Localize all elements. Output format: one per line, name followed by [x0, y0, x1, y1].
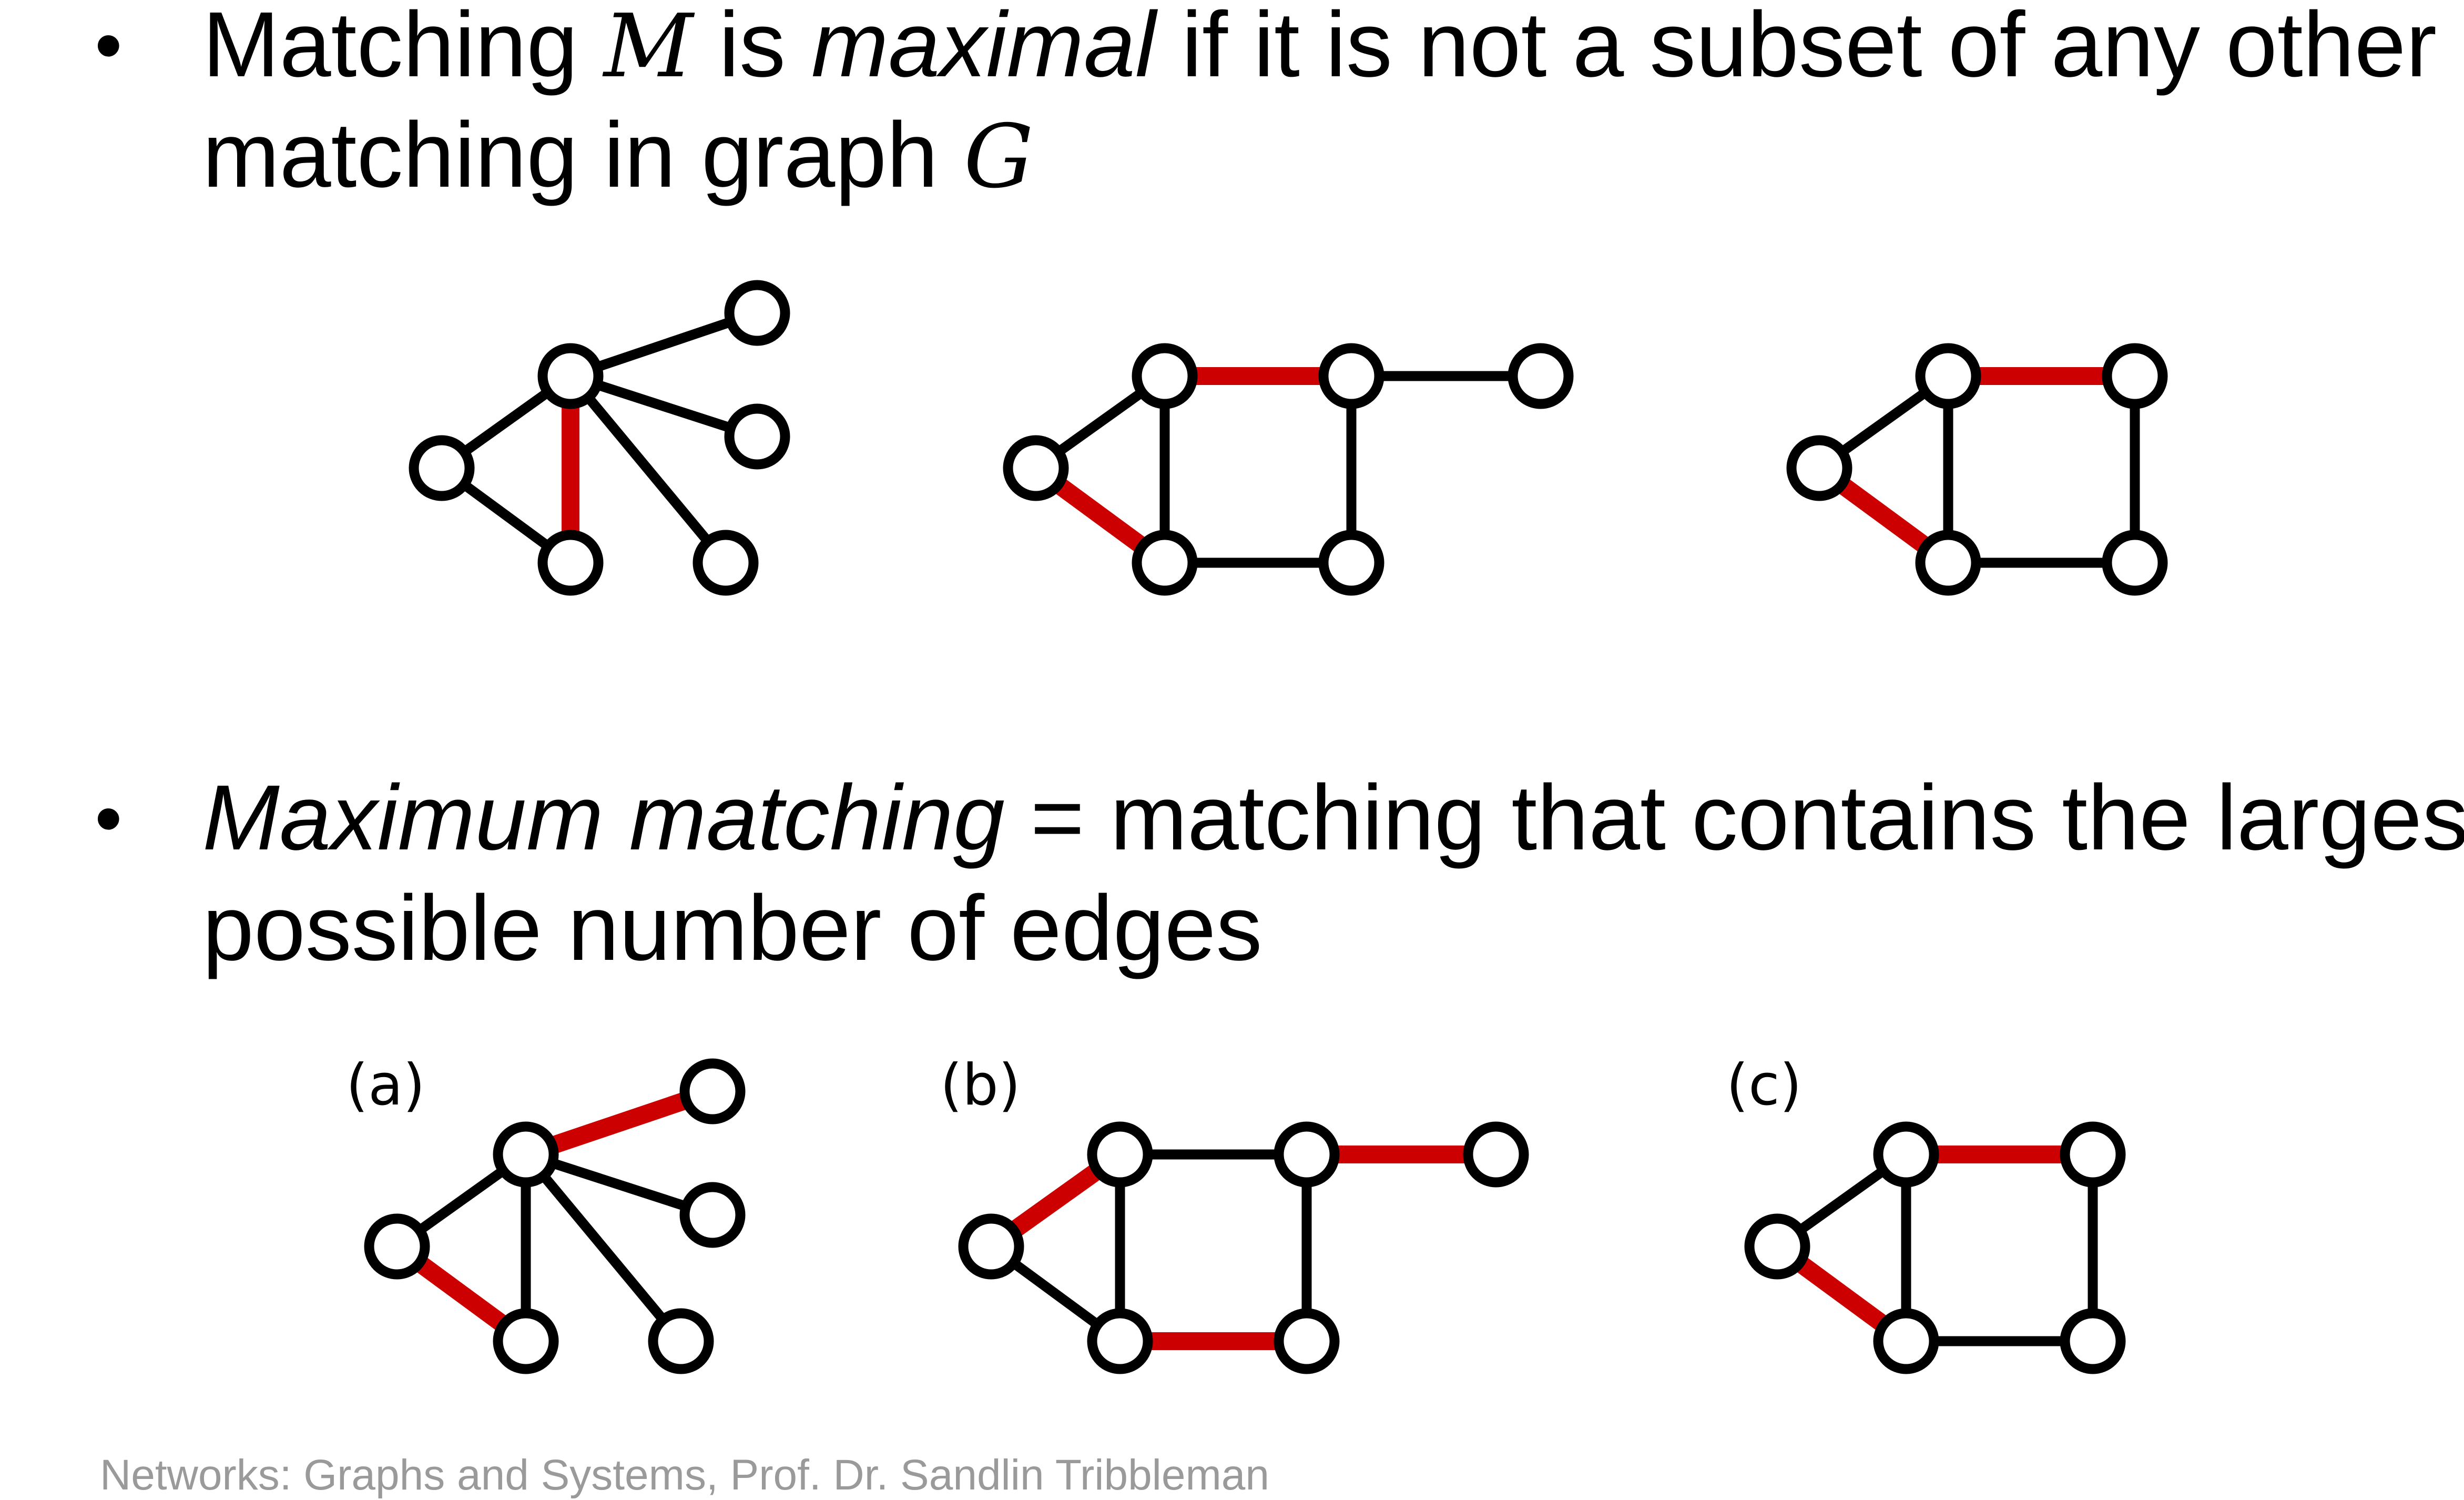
graph-node — [2102, 343, 2168, 409]
graph-node — [2102, 530, 2168, 596]
graph-node — [1087, 1308, 1153, 1374]
bullet-symbol: • — [95, 774, 123, 862]
bullet-maximal-line2: matching in graph G — [202, 100, 2464, 210]
maximum-graph-1: (a) — [346, 1052, 746, 1374]
text-fragment: matching in graph — [202, 104, 964, 207]
text-fragment: if it is not a subset of any other — [1156, 0, 2437, 96]
graph-node — [493, 1308, 559, 1374]
graph-edge — [522, 1151, 685, 1345]
graph-node — [1873, 1121, 1939, 1188]
math-symbol-m: M — [604, 0, 694, 97]
maximum-graph-2: (b) — [940, 1052, 1529, 1374]
graph-node — [679, 1058, 746, 1124]
graph-node — [2060, 1308, 2126, 1374]
graph-edge — [566, 372, 730, 566]
graph-node — [1873, 1308, 1939, 1374]
bullet-maximal-text: Matching M is maximal if it is not a sub… — [202, 0, 2464, 210]
graph-node — [1508, 343, 1574, 409]
graph-node — [1915, 343, 1981, 409]
graph-node — [1744, 1213, 1810, 1280]
bullet-maximal-line1: Matching M is maximal if it is not a sub… — [202, 0, 2464, 100]
graph-node — [409, 435, 475, 501]
maximal-graph-2 — [1003, 343, 1574, 596]
term-maximal: maximal — [811, 0, 1156, 96]
graph-node — [364, 1213, 430, 1280]
math-symbol-g: G — [963, 106, 1034, 208]
graph-node — [537, 343, 604, 409]
figure-label: (b) — [940, 1052, 1021, 1118]
graph-node — [1786, 435, 1852, 501]
graph-node — [537, 530, 604, 596]
graph-node — [2060, 1121, 2126, 1188]
bullet-maximum-line2: possible number of edges — [202, 873, 2464, 984]
figure-label: (c) — [1726, 1052, 1802, 1118]
graph-node — [1003, 435, 1069, 501]
text-fragment: Matching — [202, 0, 604, 96]
graph-node — [1132, 343, 1198, 409]
maximal-graph-1 — [409, 280, 790, 596]
graph-node — [1463, 1121, 1529, 1188]
text-fragment: possible number of edges — [202, 877, 1262, 980]
slide-footer: Networks: Graphs and Systems, Prof. Dr. … — [100, 1451, 1270, 1499]
bullet-symbol: • — [95, 1, 123, 89]
graph-node — [1915, 530, 1981, 596]
graph-node — [493, 1121, 559, 1188]
graph-node — [1274, 1121, 1340, 1188]
graph-node — [1318, 530, 1384, 596]
graph-node — [693, 530, 759, 596]
graph-node — [679, 1182, 746, 1248]
bullet-maximum-line1: Maximum matching = matching that contain… — [202, 763, 2464, 873]
bullet-maximum-text: Maximum matching = matching that contain… — [202, 763, 2464, 984]
graph-node — [1318, 343, 1384, 409]
graph-node — [958, 1213, 1024, 1280]
text-fragment: is — [693, 0, 811, 96]
text-fragment: = matching that contains the largest — [1004, 766, 2464, 869]
maximal-graph-3 — [1786, 343, 2168, 596]
graph-node — [648, 1308, 714, 1374]
graph-node — [1274, 1308, 1340, 1374]
graph-node — [724, 403, 790, 470]
term-maximum-matching: Maximum matching — [202, 766, 1005, 869]
graph-node — [1132, 530, 1198, 596]
figure-label: (a) — [346, 1052, 425, 1118]
maximum-graph-3: (c) — [1726, 1052, 2126, 1374]
graph-node — [1087, 1121, 1153, 1188]
graph-node — [724, 280, 790, 346]
